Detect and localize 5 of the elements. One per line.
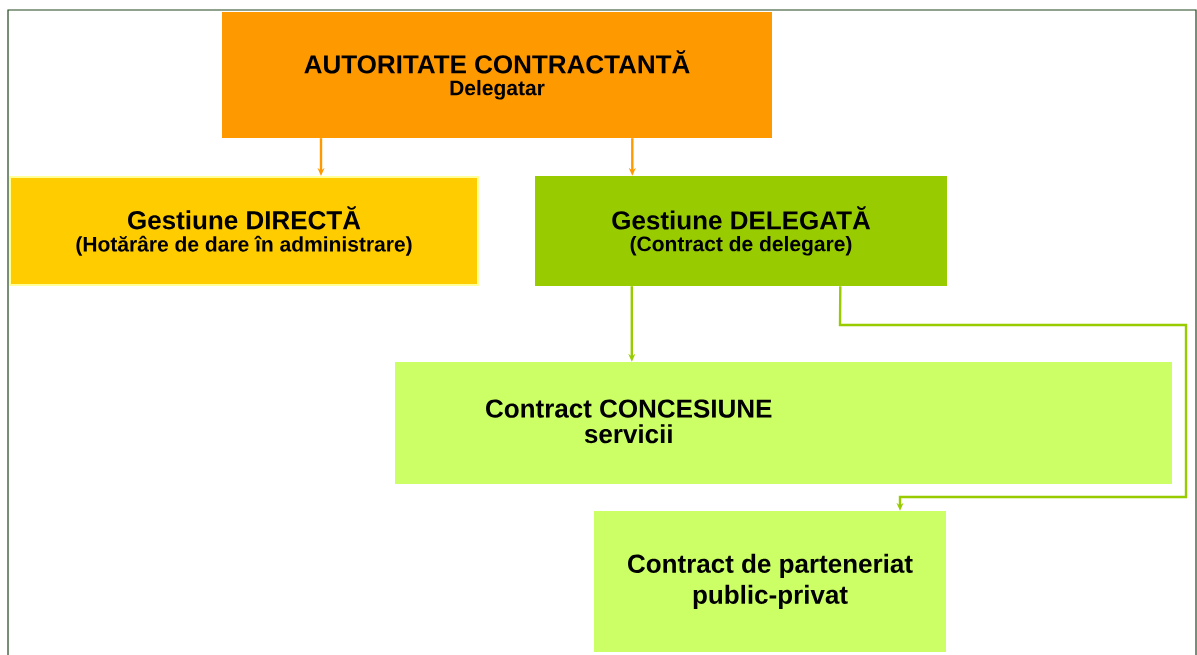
process-box: Gestiune DELEGATĂ (Contract de delegare)	[535, 176, 947, 286]
authority-box: AUTORITATE CONTRACTANTĂ Delegatar	[222, 12, 772, 138]
contract-box: Contract de parteneriat public-privat	[594, 511, 946, 652]
process-box: Gestiune DIRECTĂ (Hotărâre de dare în administrare)	[9, 176, 479, 286]
contract-box: Contract CONCESIUNE servicii	[395, 362, 1172, 484]
